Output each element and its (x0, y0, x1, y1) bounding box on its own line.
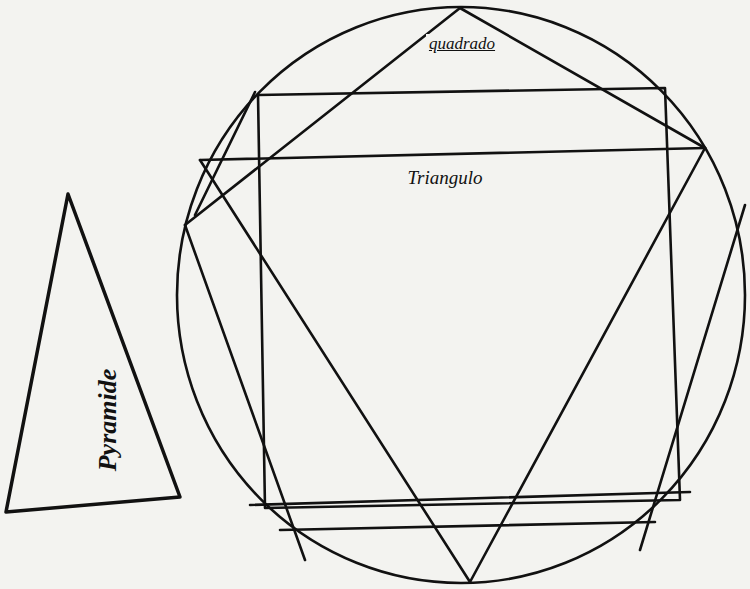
pyramid-triangle: Pyramide (4, 188, 184, 518)
square-label: quadrado (426, 34, 498, 54)
pyramid-label: Pyramide (93, 369, 123, 472)
triangle-label: Triangulo (405, 167, 486, 189)
